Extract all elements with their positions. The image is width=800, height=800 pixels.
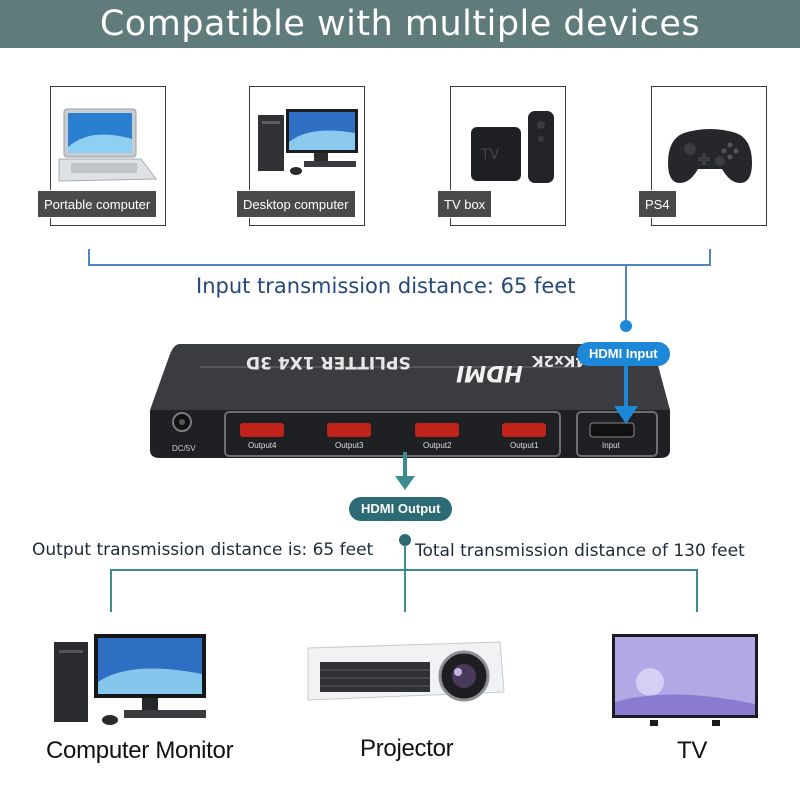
hdmi-output-badge: HDMI Output xyxy=(349,497,453,521)
input-port-label: Input xyxy=(602,441,620,450)
device-label: PS4 xyxy=(638,190,677,218)
output-distance-text: Output transmission distance is: 65 feet xyxy=(32,540,374,560)
page-title: Compatible with multiple devices xyxy=(99,4,701,44)
power-port-label: DC/5V xyxy=(172,444,196,453)
total-distance-text: Total transmission distance of 130 feet xyxy=(415,541,745,561)
computer-monitor-icon xyxy=(54,634,206,725)
output-port-label: Output4 xyxy=(248,441,277,450)
device-card-tv-box: TV TV box xyxy=(437,86,566,226)
desktop-computer-icon xyxy=(258,109,358,175)
device-card-portable-computer: Portable computer xyxy=(37,86,166,226)
tv-icon xyxy=(612,634,758,726)
input-distance-text: Input transmission distance: 65 feet xyxy=(196,274,576,298)
device-label: TV box xyxy=(437,190,493,218)
device-label: Portable computer xyxy=(37,190,158,218)
output-device-label: TV xyxy=(677,737,708,764)
output-port-label: Output1 xyxy=(510,441,539,450)
hdmi-input-badge: HDMI Input xyxy=(577,342,670,366)
output-device-label: Projector xyxy=(360,735,454,762)
header-banner xyxy=(0,0,800,48)
svg-text:TV: TV xyxy=(480,147,500,163)
laptop-icon xyxy=(58,108,157,182)
device-card-ps4: PS4 xyxy=(638,86,767,226)
output-port-label: Output2 xyxy=(423,441,452,450)
output-port-label: Output3 xyxy=(335,441,364,450)
output-device-label: Computer Monitor xyxy=(46,737,234,764)
device-label: Desktop computer xyxy=(236,190,356,218)
device-card-desktop-computer: Desktop computer xyxy=(236,86,365,226)
hdmi-splitter xyxy=(150,344,670,458)
tv-box-icon: TV xyxy=(471,111,554,183)
projector-icon xyxy=(307,641,505,702)
gamepad-icon xyxy=(668,129,752,183)
